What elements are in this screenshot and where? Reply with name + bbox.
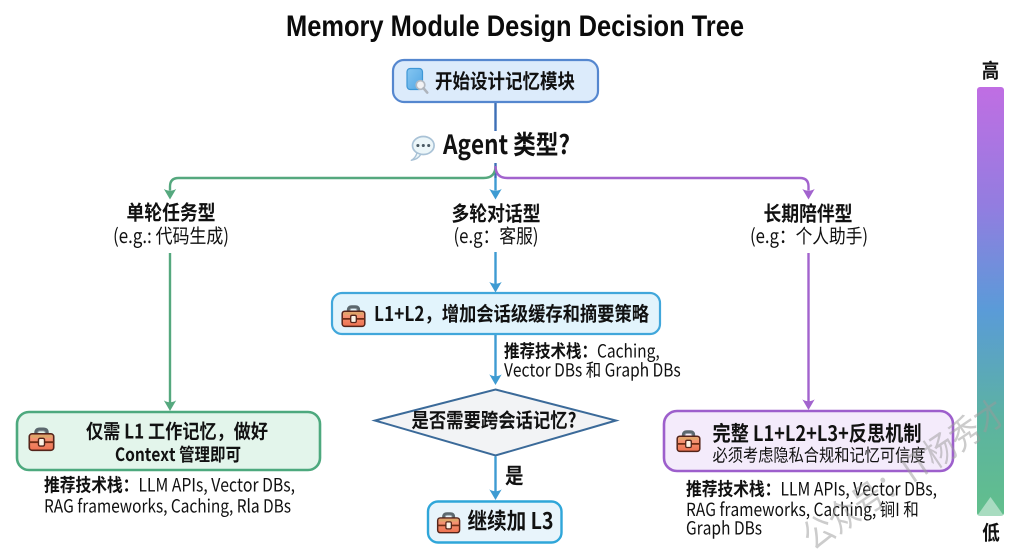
svg-text:Memory Module Design Decision: Memory Module Design Decision Tree	[286, 9, 744, 42]
